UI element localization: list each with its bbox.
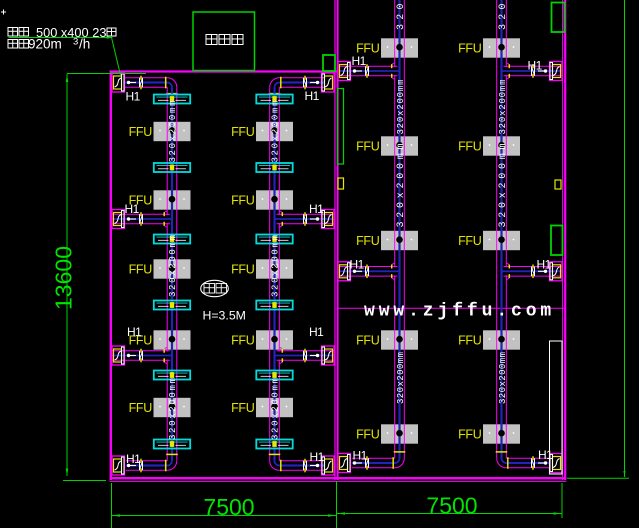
svg-text:FFU: FFU [356,427,380,441]
svg-text:3: 3 [73,37,78,48]
svg-text:/h: /h [79,37,90,52]
svg-text:920m: 920m [28,37,62,52]
svg-text:FFU: FFU [231,193,255,207]
svg-text:320x200mm: 320x200mm [498,80,508,135]
svg-text:320x200mm: 320x200mm [498,352,508,404]
svg-text:H1: H1 [309,325,324,339]
svg-text:500 x400 23: 500 x400 23 [36,25,106,40]
svg-text:H1: H1 [350,258,365,272]
svg-text:FFU: FFU [458,333,482,347]
svg-text:FFU: FFU [458,41,482,55]
svg-text:FFU: FFU [129,333,153,347]
svg-text:320x200mm: 320x200mm [396,144,407,228]
svg-text:H1: H1 [309,202,324,216]
svg-text:320x200mm: 320x200mm [168,101,178,163]
svg-text:H1: H1 [310,450,325,464]
svg-text:FFU: FFU [129,125,153,139]
svg-text:www.zjffu.com: www.zjffu.com [364,302,555,322]
svg-text:H1: H1 [125,202,140,216]
svg-text:H1: H1 [353,449,368,463]
svg-text:FFU: FFU [129,193,153,207]
svg-text:FFU: FFU [356,41,380,55]
svg-text:H1: H1 [305,89,320,103]
svg-text:FFU: FFU [458,139,482,153]
svg-text:H1: H1 [537,258,552,272]
svg-text:320x200mm: 320x200mm [498,0,509,30]
svg-text:FFU: FFU [458,234,482,248]
svg-text:FFU: FFU [231,262,255,276]
svg-text:FFU: FFU [231,333,255,347]
svg-text:320x200mm: 320x200mm [498,144,509,228]
svg-text:H1: H1 [127,325,142,339]
svg-text:320x200mm: 320x200mm [396,80,406,135]
svg-text:320x200mm: 320x200mm [168,235,178,297]
svg-text:320x200mm: 320x200mm [168,378,178,440]
svg-text:FFU: FFU [356,234,380,248]
svg-text:H=3.5M: H=3.5M [203,309,246,323]
svg-text:FFU: FFU [231,401,255,415]
svg-text:320x200mm: 320x200mm [271,378,281,440]
svg-text:FFU: FFU [356,333,380,347]
svg-text:320x200mm: 320x200mm [271,235,281,297]
svg-text:7500: 7500 [203,494,254,520]
svg-text:FFU: FFU [458,427,482,441]
svg-text:320x200mm: 320x200mm [396,0,407,30]
svg-text:H1: H1 [126,90,141,104]
svg-text:FFU: FFU [231,125,255,139]
svg-text:H1: H1 [126,452,141,466]
svg-text:FFU: FFU [356,139,380,153]
svg-text:320x200mm: 320x200mm [271,101,281,163]
svg-text:7500: 7500 [426,493,477,519]
svg-text:13600: 13600 [51,246,77,310]
svg-text:FFU: FFU [129,401,153,415]
svg-text:H1: H1 [538,448,553,462]
svg-text:FFU: FFU [129,262,153,276]
svg-text:320x200mm: 320x200mm [396,352,406,404]
svg-text:H1: H1 [352,54,367,68]
svg-text:H1: H1 [528,59,543,73]
